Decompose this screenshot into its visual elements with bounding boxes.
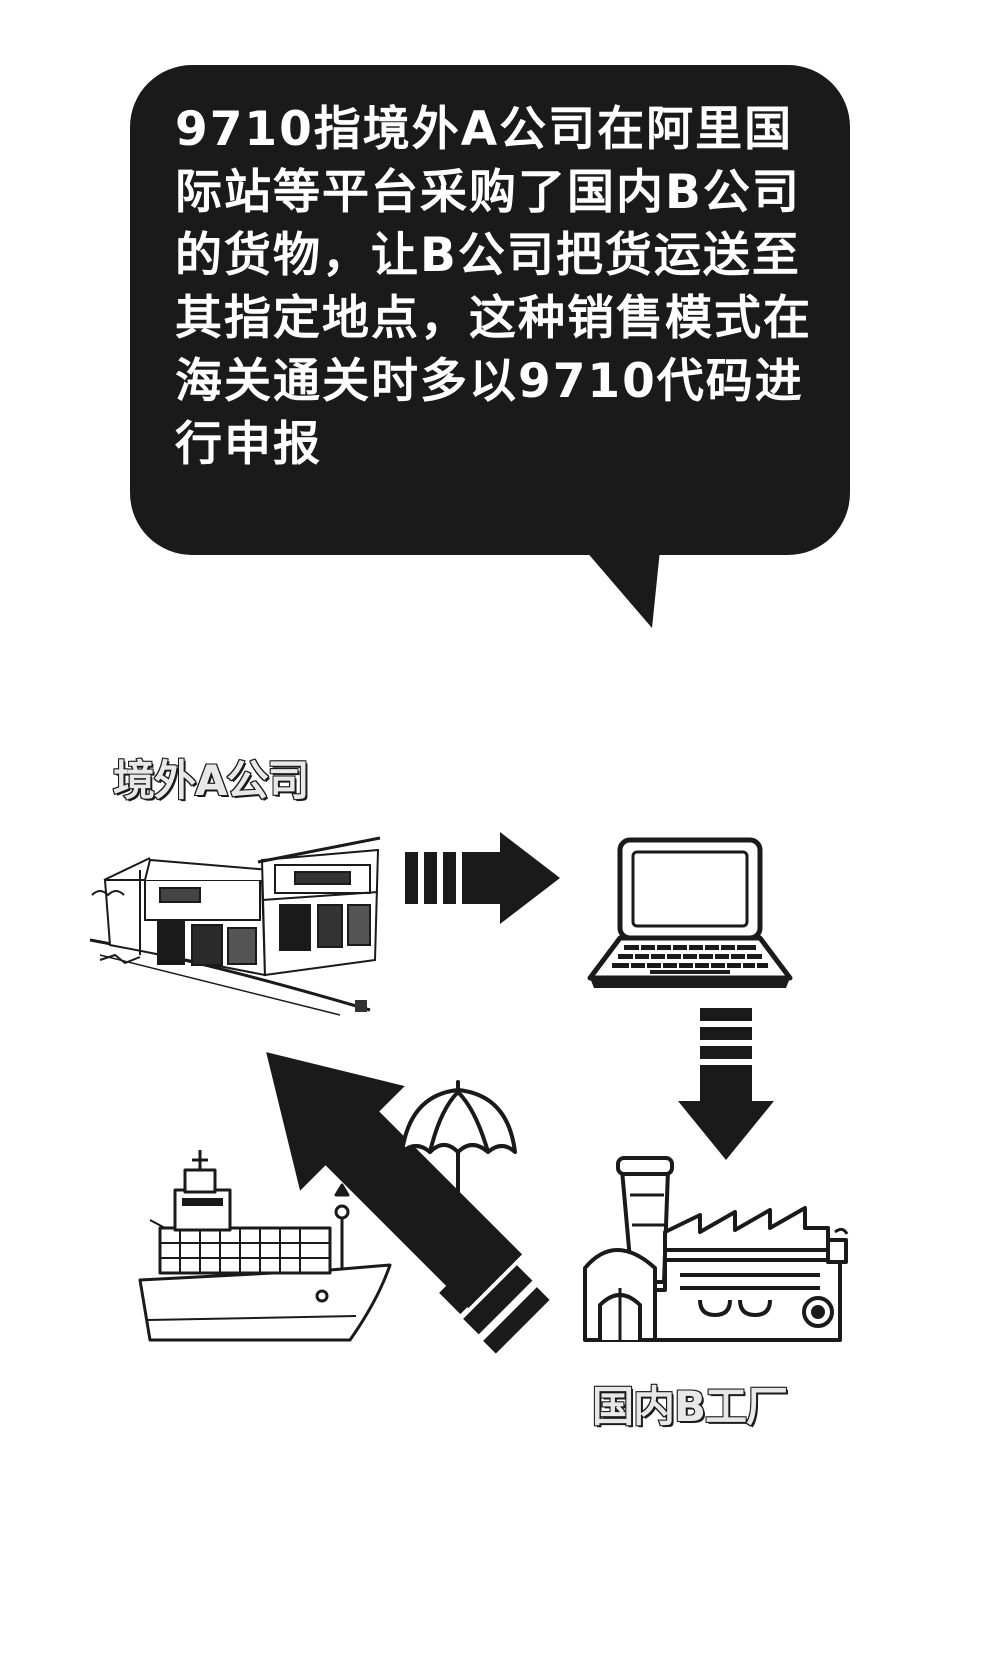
factory-icon — [583, 1156, 849, 1342]
speech-bubble — [130, 65, 850, 555]
arrow-factory-to-store — [266, 1052, 550, 1354]
domestic-factory-label: 国内B工厂 — [591, 1381, 789, 1432]
bubble-text: 9710指境外A公司在阿里国际站等平台采购了国内B公司的货物，让B公司把货运送至… — [175, 102, 812, 472]
arrow-laptop-to-factory — [678, 1008, 774, 1160]
laptop-icon — [587, 837, 793, 988]
overseas-company-label: 境外A公司 — [112, 755, 311, 806]
arrow-store-to-laptop — [405, 832, 560, 924]
umbrella-icon — [400, 1080, 517, 1224]
cargo-ship-icon — [138, 1150, 392, 1342]
storefront-illustration — [89, 836, 381, 1016]
